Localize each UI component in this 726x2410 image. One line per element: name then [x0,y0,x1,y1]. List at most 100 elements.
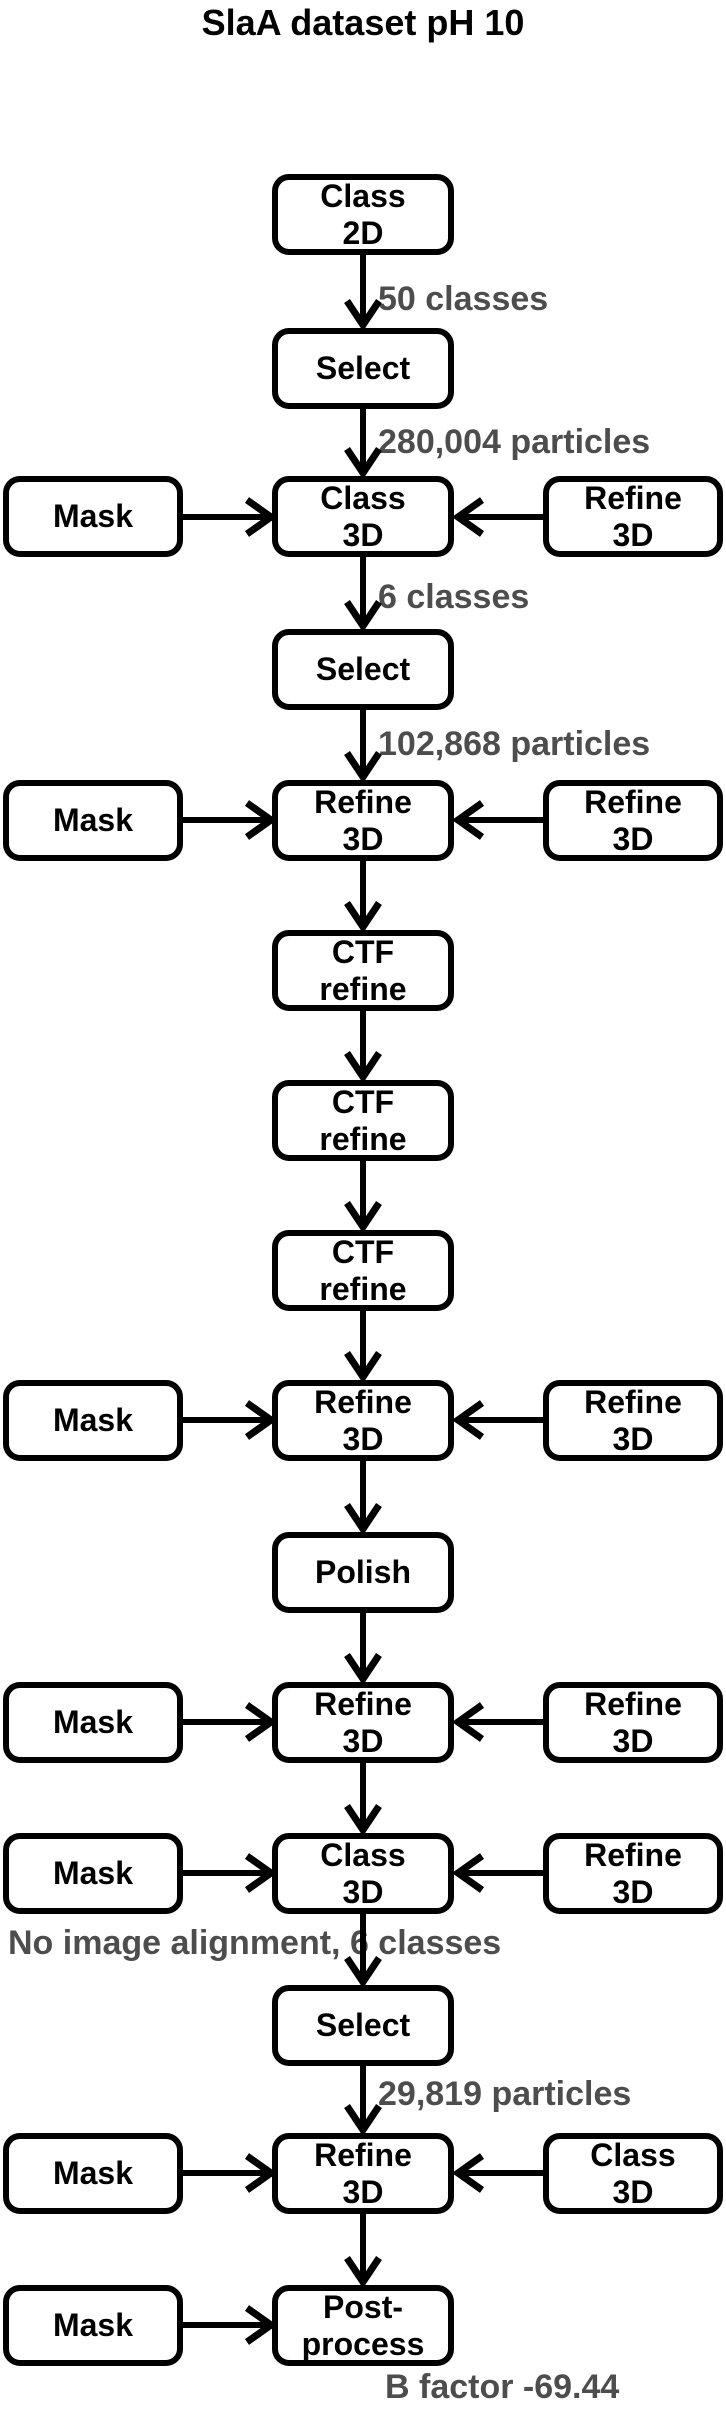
node-label: Refine [314,1384,412,1421]
arrow-left-icon [451,1702,546,1742]
node-label: 3D [612,1420,654,1457]
node-label: refine [319,970,407,1007]
node-refine-3d-3: Refine 3D [272,1682,454,1763]
edge-label-b-factor: B factor -69.44 [385,2368,620,2406]
node-label: 3D [342,2173,384,2210]
node-label: 3D [342,516,384,553]
node-label: Refine [584,480,682,517]
node-label: Post- [323,2289,403,2326]
arrow-down-icon [344,557,382,629]
node-ctf-refine-2: CTF refine [272,1080,454,1161]
node-label: 3D [342,1420,384,1457]
arrow-down-icon [344,1311,382,1380]
node-ctf-refine-1: CTF refine [272,930,454,1011]
node-label: Refine [584,1837,682,1874]
arrow-down-icon [344,1161,382,1230]
node-mask-6: Mask [3,2133,183,2214]
node-post-process: Post- process [272,2285,454,2366]
edge-label-6-classes: 6 classes [378,578,530,616]
node-refine-3d-input-4: Refine 3D [543,1682,723,1763]
node-label: Select [315,651,411,688]
node-ctf-refine-3: CTF refine [272,1230,454,1311]
node-label: Mask [52,1855,134,1892]
arrow-down-icon [344,861,382,930]
node-polish: Polish [272,1532,454,1613]
node-select-3: Select [272,1985,454,2066]
node-class-2d: Class 2D [272,174,454,255]
node-label: Mask [52,2155,134,2192]
arrow-right-icon [183,2153,275,2193]
arrow-right-icon [183,2305,275,2345]
node-label: Refine [314,1686,412,1723]
figure-title: SlaA dataset pH 10 [201,2,525,43]
node-label: Mask [52,1704,134,1741]
node-label: Refine [584,784,682,821]
arrow-right-icon [183,497,275,537]
node-mask-7: Mask [3,2285,183,2366]
node-label: Polish [314,1554,411,1591]
node-label: Refine [584,1686,682,1723]
arrow-left-icon [451,1853,546,1893]
arrow-right-icon [183,1853,275,1893]
edge-label-50-classes: 50 classes [378,280,549,318]
edge-label-280004-particles: 280,004 particles [378,423,651,461]
node-refine-3d-4: Refine 3D [272,2133,454,2214]
node-mask-2: Mask [3,780,183,861]
arrow-down-icon [344,1613,382,1682]
node-label: Class [320,1837,406,1874]
node-label: 3D [612,820,654,857]
node-mask-4: Mask [3,1682,183,1763]
node-label: Refine [314,784,412,821]
node-label: Class [320,480,406,517]
node-label: 3D [612,516,654,553]
node-label: Select [315,350,411,387]
node-label: Class [320,178,406,215]
node-label: CTF [331,1234,395,1271]
arrow-left-icon [451,2153,546,2193]
arrow-down-icon [344,1914,382,1985]
arrow-left-icon [451,497,546,537]
node-mask-1: Mask [3,476,183,557]
node-label: Mask [52,802,134,839]
arrow-down-icon [344,710,382,780]
node-refine-3d-2: Refine 3D [272,1380,454,1461]
node-refine-3d-input-5: Refine 3D [543,1833,723,1914]
node-label: CTF [331,1084,395,1121]
edge-label-no-image-alignment: No image alignment, 6 classes [8,1924,502,1962]
node-label: Select [315,2007,411,2044]
arrow-left-icon [451,1400,546,1440]
node-label: process [301,2325,425,2362]
node-label: 3D [612,1873,654,1910]
node-label: 3D [342,1722,384,1759]
node-refine-3d-1: Refine 3D [272,780,454,861]
node-label: 3D [612,2173,654,2210]
arrow-down-icon [344,409,382,476]
node-label: 3D [342,1873,384,1910]
node-label: 2D [342,214,384,251]
node-refine-3d-input-2: Refine 3D [543,780,723,861]
node-label: 3D [342,820,384,857]
node-class-3d-1: Class 3D [272,476,454,557]
node-class-3d-input: Class 3D [543,2133,723,2214]
node-select-2: Select [272,629,454,710]
edge-label-102868-particles: 102,868 particles [378,725,651,763]
arrow-right-icon [183,800,275,840]
arrow-right-icon [183,1400,275,1440]
arrow-down-icon [344,1763,382,1833]
node-label: CTF [331,934,395,971]
arrow-down-icon [344,2066,382,2133]
node-select-1: Select [272,328,454,409]
edge-label-29819-particles: 29,819 particles [378,2075,632,2113]
node-class-3d-2: Class 3D [272,1833,454,1914]
node-label: Refine [584,1384,682,1421]
node-label: Mask [52,2307,134,2344]
node-label: Mask [52,1402,134,1439]
node-label: 3D [612,1722,654,1759]
node-label: refine [319,1270,407,1307]
node-mask-5: Mask [3,1833,183,1914]
node-label: refine [319,1120,407,1157]
arrow-down-icon [344,1011,382,1080]
arrow-down-icon [344,255,382,328]
arrow-right-icon [183,1702,275,1742]
